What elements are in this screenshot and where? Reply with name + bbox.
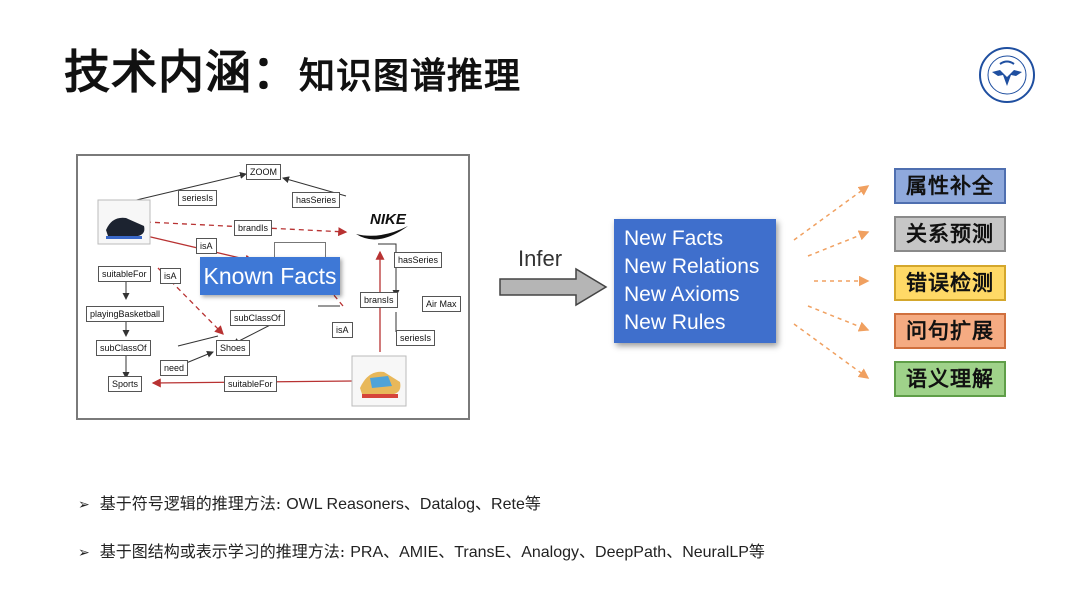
nike-logo-text: NIKE [370, 211, 407, 228]
bullet-symbolic-methods: OWL Reasoners、Datalog、Rete [286, 496, 525, 513]
edge-label-subclassof-2: subClassOf [96, 340, 151, 356]
page-title: 技术内涵：知识图谱推理 [64, 36, 521, 102]
edge-label-isa-3: isA [332, 322, 353, 338]
edge-label-suitablefor: suitableFor [98, 266, 151, 282]
node-sports: Sports [108, 376, 143, 392]
infer-label: Infer [518, 246, 563, 271]
app-query-expansion: 问句扩展 [894, 313, 1006, 349]
bullet-symbolic: ➢ 基于符号逻辑的推理方法: OWL Reasoners、Datalog、Rete… [78, 490, 541, 514]
edge-label-seriesis-2: seriesIs [396, 330, 436, 346]
infer-arrow-icon [499, 267, 608, 307]
bullet-symbolic-tail: 等 [524, 494, 541, 513]
app-relation-prediction: 关系预测 [894, 216, 1006, 252]
edge-label-isa-2: isA [160, 268, 181, 284]
bullet-representation-cn: 基于图结构或表示学习的推理方法: [99, 542, 351, 561]
edge-label-isa: isA [196, 238, 217, 254]
app-error-detection: 错误检测 [894, 265, 1006, 301]
app-semantic-understanding: 语义理解 [894, 361, 1006, 397]
app-attribute-completion: 属性补全 [894, 168, 1006, 204]
new-axioms: New Axioms [624, 283, 740, 306]
fan-out-arrows [793, 185, 870, 379]
edge-label-suitablefor-2: suitableFor [224, 376, 277, 392]
shoe-image-bottom [351, 355, 407, 407]
edge-label-brandis: brandIs [234, 220, 273, 236]
bullet-arrow-icon: ➢ [78, 545, 90, 561]
title-sub: 知识图谱推理 [299, 56, 522, 97]
known-facts-label: Known Facts [200, 257, 340, 295]
zju-emblem-icon [979, 47, 1035, 103]
nike-logo: NIKE [356, 211, 408, 240]
new-knowledge-box: New Facts New Relations New Axioms New R… [614, 219, 776, 343]
edge-label-seriesis: seriesIs [178, 190, 218, 206]
new-facts: New Facts [624, 227, 724, 250]
edge-label-hasseries: hasSeries [292, 192, 341, 208]
bullet-symbolic-cn: 基于符号逻辑的推理方法: [99, 494, 287, 513]
node-zoom: ZOOM [246, 164, 281, 180]
edge-label-bransis: bransIs [360, 292, 398, 308]
node-shoes: Shoes [216, 340, 250, 356]
new-rules: New Rules [624, 311, 726, 334]
node-air-max: Air Max [422, 296, 461, 312]
shoe-image-top [97, 199, 151, 245]
bullet-representation: ➢ 基于图结构或表示学习的推理方法: PRA、AMIE、TransE、Analog… [78, 538, 765, 562]
bullet-representation-methods: PRA、AMIE、TransE、Analogy、DeepPath、NeuralL… [350, 544, 749, 561]
title-main: 技术内涵： [64, 45, 299, 99]
edge-label-subclassof: subClassOf [230, 310, 285, 326]
new-relations: New Relations [624, 255, 760, 278]
bullet-arrow-icon: ➢ [78, 497, 90, 513]
node-playing-basketball: playingBasketball [86, 306, 165, 322]
edge-label-hasseries-2: hasSeries [394, 252, 443, 268]
bullet-representation-tail: 等 [748, 542, 765, 561]
edge-label-need: need [160, 360, 189, 376]
